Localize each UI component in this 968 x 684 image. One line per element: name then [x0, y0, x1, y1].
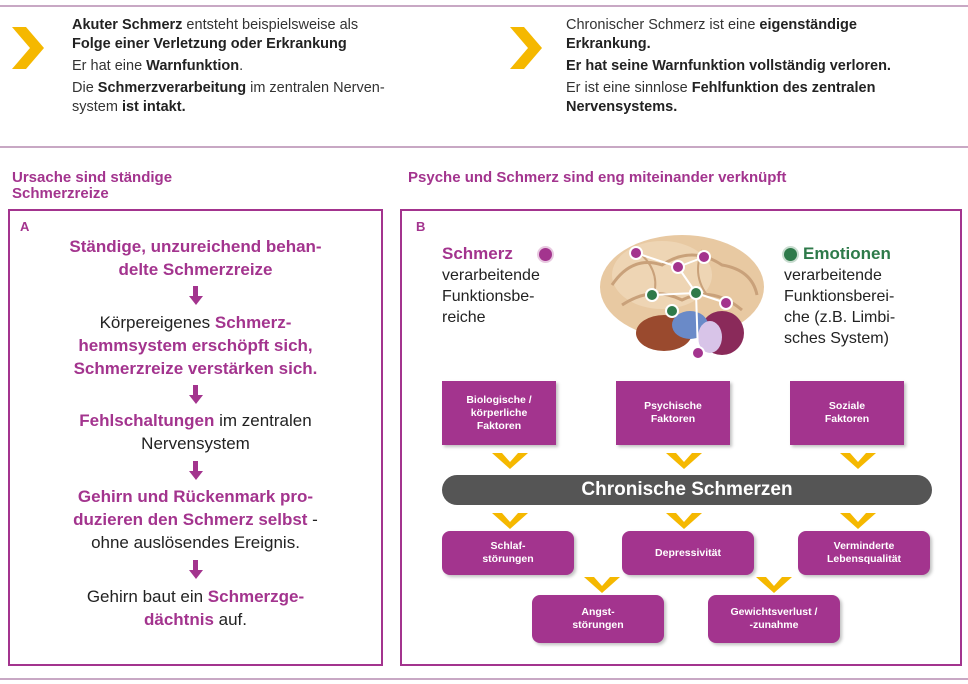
pink-dot-icon	[539, 248, 553, 262]
panel-b-label: B	[416, 219, 426, 234]
panel-a: A Ständige, unzureichend behan-delte Sch…	[8, 209, 383, 666]
step-constant-pain: Ständige, unzureichend behan-delte Schme…	[69, 237, 322, 279]
chevron-down-icon	[840, 453, 876, 469]
outcome-sleep-disorders: Schlaf-störungen	[442, 531, 574, 575]
chevron-down-icon	[666, 513, 702, 529]
down-arrow-icon	[188, 560, 203, 579]
heading-psyche: Psyche und Schmerz sind eng miteinander …	[408, 169, 787, 186]
chevron-down-icon	[840, 513, 876, 529]
panel-b: B Schmerz verarbeitende Funktionsbe- rei…	[400, 209, 962, 666]
chevron-down-icon	[584, 577, 620, 593]
outcome-anxiety-disorders: Angst-störungen	[532, 595, 664, 643]
panel-a-label: A	[20, 219, 30, 234]
outcome-depressiveness: Depressivität	[622, 531, 754, 575]
step-miswiring: Fehlschaltungen im zentralen Nervensyste…	[79, 411, 312, 453]
acute-pain-text: Akuter Schmerz entsteht beispielsweise a…	[72, 17, 385, 115]
pain-areas-label: Schmerz verarbeitende Funktionsbe- reich…	[442, 243, 553, 328]
green-dot-icon	[784, 248, 797, 262]
step-self-produced-pain: Gehirn und Rückenmark pro- duzieren den …	[73, 487, 318, 552]
chronic-pain-bar: Chronische Schmerzen	[442, 475, 932, 505]
top-divider	[0, 5, 968, 7]
down-arrow-icon	[188, 461, 203, 480]
chevron-down-icon	[492, 453, 528, 469]
chevron-down-icon	[492, 513, 528, 529]
chevron-right-icon	[510, 27, 542, 69]
chronic-pain-text: Chronischer Schmerz ist eine eigenständi…	[566, 17, 891, 115]
step-pain-memory: Gehirn baut ein Schmerzge- dächtnis auf.	[86, 587, 305, 629]
chevron-right-icon	[12, 27, 44, 69]
bottom-divider	[0, 678, 968, 680]
down-arrow-icon	[188, 385, 203, 404]
chevron-down-icon	[756, 577, 792, 593]
section-divider	[0, 146, 968, 148]
down-arrow-icon	[188, 286, 203, 305]
emotion-areas-label: Emotionen verarbeitende Funktionsberei- …	[784, 244, 896, 347]
outcome-weight-change: Gewichtsverlust /-zunahme	[708, 595, 840, 643]
brain-illustration	[600, 235, 764, 360]
chevron-down-icon	[666, 453, 702, 469]
step-inhibition-exhausted: Körpereigenes Schmerz- hemmsystem erschö…	[73, 313, 318, 378]
